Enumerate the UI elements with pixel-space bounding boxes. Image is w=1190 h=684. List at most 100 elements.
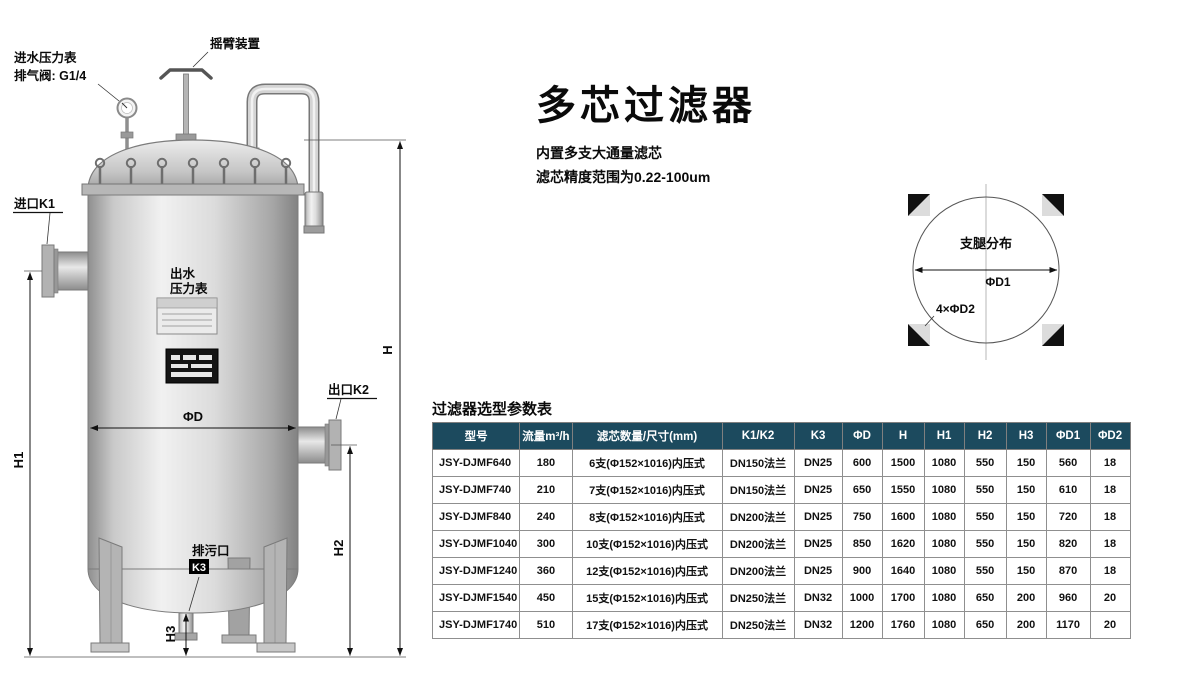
drain-label: 排污口 [192,543,230,558]
column-header: H2 [963,422,1007,450]
value-cell: 650 [963,584,1007,612]
nameplate-lower [165,348,219,384]
value-cell: 600 [841,449,883,477]
phi-d2-label: 4×ΦD2 [936,302,975,316]
dim-label-h1: H1 [11,452,26,469]
value-cell: 18 [1089,449,1131,477]
value-cell: 1080 [923,449,965,477]
value-cell: DN25 [793,476,843,504]
model-cell: JSY-DJMF1040 [431,530,521,558]
value-cell: DN25 [793,557,843,585]
value-cell: 150 [1005,476,1047,504]
value-cell: 200 [1005,584,1047,612]
outlet-gauge-label-line1: 出水 [170,266,196,281]
value-cell: 20 [1089,611,1131,639]
table-caption: 过滤器选型参数表 [432,401,553,418]
model-cell: JSY-DJMF840 [431,503,521,531]
value-cell: 550 [963,530,1007,558]
value-cell: DN150法兰 [721,449,795,477]
vessel-flange-band [81,183,305,196]
value-cell: 18 [1089,503,1131,531]
value-cell: 20 [1089,584,1131,612]
value-cell: 240 [519,503,573,531]
callout-leaders [46,51,342,612]
column-header: K1/K2 [721,422,795,450]
column-header: K3 [793,422,843,450]
value-cell: DN250法兰 [721,611,795,639]
rocker-arm-label: 摇臂装置 [210,36,261,51]
value-cell: 900 [841,557,883,585]
phi-d1-label: ΦD1 [985,275,1011,289]
value-cell: 7支(Φ152×1016)内压式 [571,476,723,504]
value-cell: 550 [963,476,1007,504]
value-cell: 1170 [1045,611,1091,639]
pressure-gauge [116,97,138,152]
model-cell: JSY-DJMF1540 [431,584,521,612]
swing-pipe [244,83,325,234]
swing-bolt-clamps [94,157,292,187]
value-cell: 18 [1089,557,1131,585]
nameplate-upper [156,297,218,335]
dim-label-h2: H2 [331,540,346,557]
drain-port-tag [189,559,209,574]
dimension-lines [26,141,404,656]
value-cell: 300 [519,530,573,558]
vessel-dome [87,139,299,189]
value-cell: 180 [519,449,573,477]
value-cell: DN200法兰 [721,503,795,531]
value-cell: DN25 [793,503,843,531]
leg-pad-top-right [1042,194,1064,216]
leg-circle [912,196,1060,344]
column-header: 流量m³/h [519,422,573,450]
value-cell: 820 [1045,530,1091,558]
value-cell: 720 [1045,503,1091,531]
value-cell: 1080 [923,557,965,585]
value-cell: 150 [1005,503,1047,531]
inlet-k1-label: 进口K1 [14,196,55,211]
value-cell: 1640 [881,557,925,585]
value-cell: 10支(Φ152×1016)内压式 [571,530,723,558]
column-header: ΦD [841,422,883,450]
model-cell: JSY-DJMF1240 [431,557,521,585]
column-header: ΦD2 [1089,422,1131,450]
value-cell: DN32 [793,611,843,639]
value-cell: 1760 [881,611,925,639]
drain-port-label: K3 [192,562,206,574]
value-cell: 960 [1045,584,1091,612]
value-cell: 560 [1045,449,1091,477]
rocker-arm [159,68,213,143]
value-cell: 150 [1005,530,1047,558]
value-cell: DN150法兰 [721,476,795,504]
model-cell: JSY-DJMF740 [431,476,521,504]
value-cell: 1700 [881,584,925,612]
leg-layout-diagram: 支腿分布 ΦD1 4×ΦD2 [908,184,1064,360]
leg-pad-bottom-left [908,324,930,346]
column-header: H1 [923,422,965,450]
title-block: 多芯过滤器 内置多支大通量滤芯 滤芯精度范围为0.22-100um [536,86,756,190]
value-cell: 15支(Φ152×1016)内压式 [571,584,723,612]
page-title: 多芯过滤器 [536,84,756,128]
value-cell: 650 [963,611,1007,639]
filter-vessel-drawing: ΦD H H1 H2 H3 进水压力表 排气阀: G1/4 摇臂装置 进口K1 … [11,36,406,658]
value-cell: 1600 [881,503,925,531]
value-cell: 750 [841,503,883,531]
outlet-gauge-label-line2: 压力表 [170,281,208,296]
value-cell: 550 [963,449,1007,477]
vent-valve-label: 排气阀: G1/4 [14,68,86,83]
vessel-leg-right [256,537,296,653]
value-cell: 1080 [923,476,965,504]
value-cell: 150 [1005,449,1047,477]
subtitle-line2: 滤芯精度范围为0.22-100um [536,168,711,185]
dim-label-h3: H3 [163,626,178,643]
value-cell: 8支(Φ152×1016)内压式 [571,503,723,531]
value-cell: 870 [1045,557,1091,585]
column-header: H [881,422,925,450]
outlet-k2-label: 出口K2 [328,382,369,397]
value-cell: 12支(Φ152×1016)内压式 [571,557,723,585]
inlet-nozzle-k1 [41,244,89,298]
value-cell: 18 [1089,530,1131,558]
